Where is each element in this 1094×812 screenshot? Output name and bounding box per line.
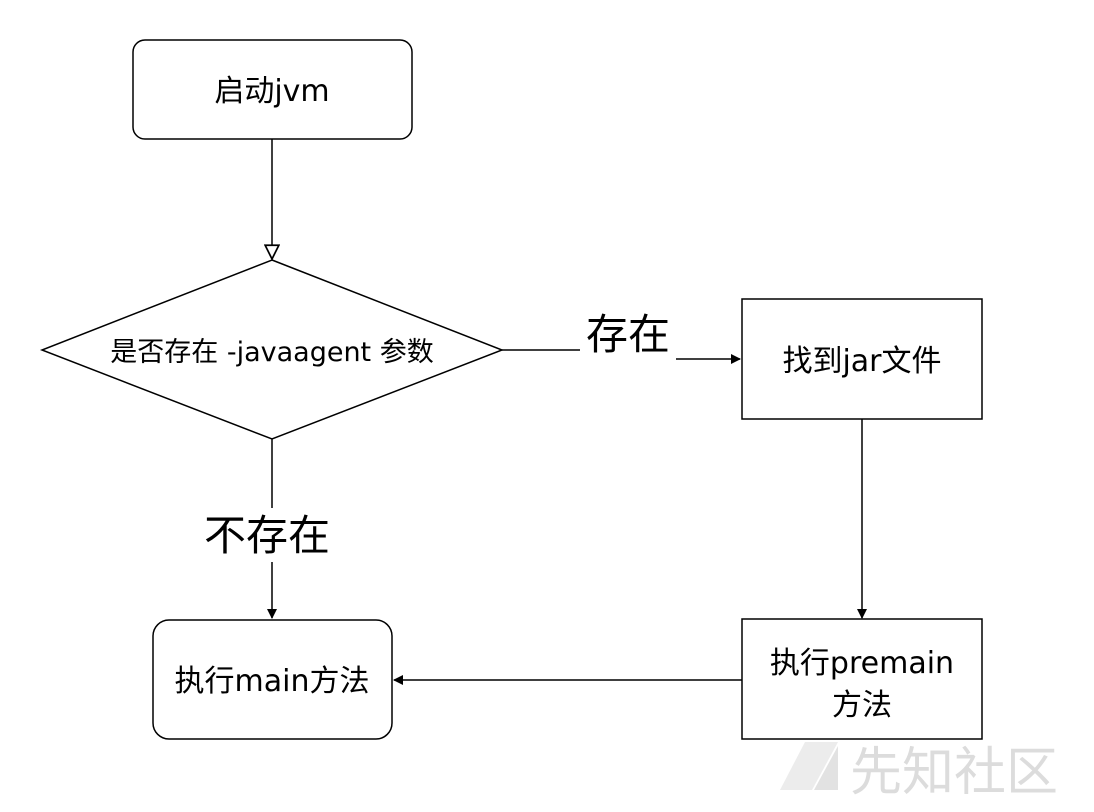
main-node-box	[152, 619, 393, 740]
decision-node: 是否存在 -javaagent 参数	[39, 259, 505, 440]
watermark-text: 先知社区	[850, 743, 1058, 803]
premain-node-label-line1: 执行premain	[770, 646, 954, 681]
start-node: 启动jvm	[132, 39, 413, 140]
find-jar-node-label: 找到jar文件	[782, 344, 941, 379]
edge-no-label: 不存在	[204, 511, 330, 560]
find-jar-node-box	[741, 298, 983, 420]
watermark-logo-accent-icon	[814, 746, 838, 790]
premain-node-label-line2: 方法	[832, 688, 892, 723]
find-jar-node: 找到jar文件	[741, 298, 983, 420]
premain-node: 执行premain 方法	[741, 618, 983, 740]
premain-node-box	[741, 618, 983, 740]
main-node: 执行main方法	[152, 619, 393, 740]
watermark-logo-icon	[780, 742, 838, 790]
watermark: 先知社区	[780, 742, 1058, 803]
decision-node-label: 是否存在 -javaagent 参数	[110, 337, 433, 368]
edge-yes-label: 存在	[586, 310, 670, 359]
start-node-label: 启动jvm	[214, 74, 329, 109]
main-node-label: 执行main方法	[175, 664, 370, 699]
